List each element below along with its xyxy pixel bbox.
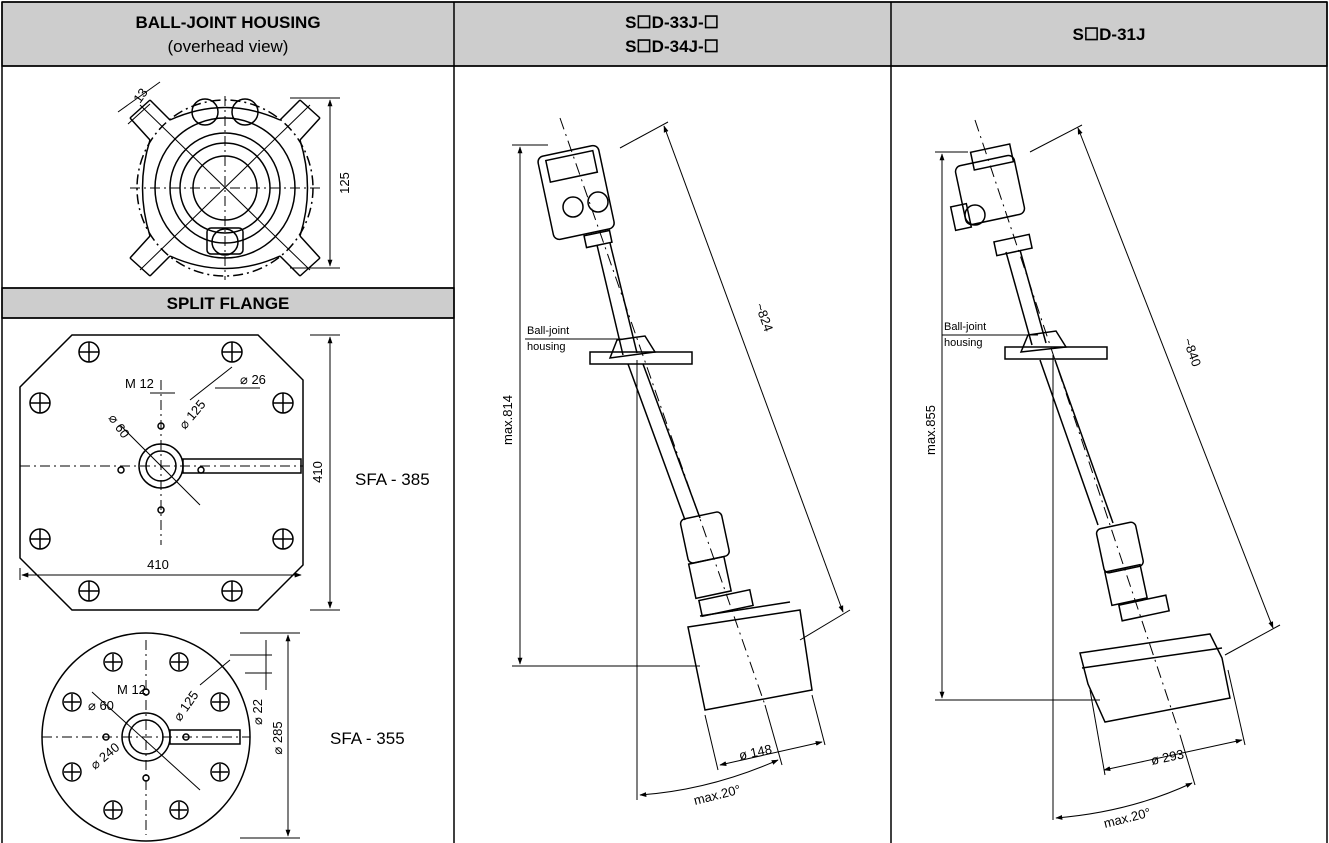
flange-385-width: 410 [147,557,169,572]
sensor-b-label-line1: Ball-joint [944,321,986,333]
header-row-bg [1,1,1328,67]
bolt-holes-355 [62,652,230,820]
sensor-b-drawing [935,119,1281,820]
header-model-a-line1: S☐D-33J-☐ [625,13,719,32]
flange-355-name: SFA - 355 [330,729,405,748]
ball-joint-dim-125: 125 [337,172,352,194]
flange-385-pitch-dia: ⌀ 125 [176,397,209,432]
split-flange-header-bg [1,287,455,319]
flange-sfa-355-drawing [41,632,300,842]
sensor-a-drawing [512,117,851,800]
flange-385-name: SFA - 385 [355,470,430,489]
sensor-a-label-line2: housing [527,341,566,353]
flange-385-inner-dia: ⌀ 60 [106,411,133,441]
header-ball-joint-subtitle: (overhead view) [168,37,289,56]
sensor-b-tilt: max.20° [1102,805,1152,831]
bolt-holes-385 [29,341,294,602]
flange-355-bolt-dia: ⌀ 240 [87,740,122,773]
flange-385-thread: M 12 [125,376,154,391]
flange-355-outer-dia: ⌀ 285 [270,721,285,754]
flange-385-height: 410 [310,461,325,483]
sensor-a-antenna-dia: ø 148 [738,741,774,763]
header-model-b: S☐D-31J [1073,25,1146,44]
flange-355-hole-dia: ⌀ 22 [250,699,265,725]
header-ball-joint-title: BALL-JOINT HOUSING [135,13,320,32]
sensor-b-antenna-dia: ø 293 [1150,746,1186,768]
flange-sfa-385-drawing [19,334,340,611]
flange-355-thread: M 12 [117,682,146,697]
ball-joint-dim-13: 13 [130,85,151,105]
sensor-a-label-line1: Ball-joint [527,325,569,337]
ball-joint-housing-drawing [117,81,340,280]
header-split-flange: SPLIT FLANGE [167,294,290,313]
sensor-b-label-line2: housing [944,337,983,349]
header-model-a-line2: S☐D-34J-☐ [625,37,719,56]
sensor-b-length: ~840 [1180,336,1204,369]
sensor-b-max-height: max.855 [923,405,938,455]
sensor-a-max-height: max.814 [500,395,515,445]
flange-355-pitch-dia: ⌀ 125 [170,688,201,724]
flange-385-hole-dia: ⌀ 26 [240,372,266,387]
flange-355-inner-dia: ⌀ 60 [88,698,114,713]
sensor-a-length: ~824 [752,301,776,334]
